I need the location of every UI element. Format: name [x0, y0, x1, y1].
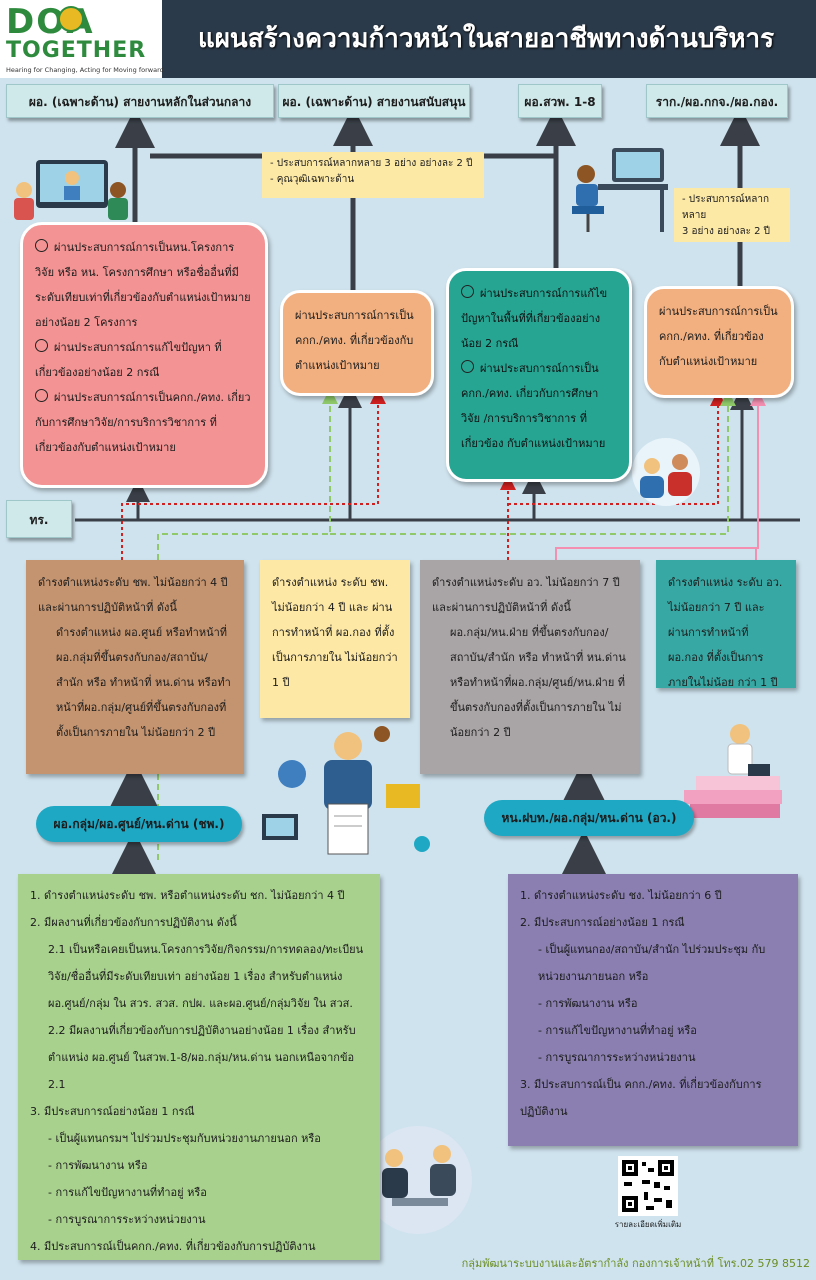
- people-icon: [632, 438, 700, 506]
- footer-contact: กลุ่มพัฒนาระบบงานและอัตรากำลัง กองการเจ้…: [461, 1257, 810, 1270]
- bullet-icon: [35, 339, 48, 352]
- category-mainline-director: ผอ. (เฉพาะด้าน) สายงานหลักในส่วนกลาง: [6, 84, 274, 118]
- bullet-icon: [461, 360, 474, 373]
- mid-box-aw: ดำรงตำแหน่งระดับ อว. ไม่น้อยกว่า 7 ปี แล…: [420, 560, 640, 774]
- note-right: - ประสบการณ์หลากหลาย 3 อย่าง อย่างละ 2 ป…: [674, 188, 790, 242]
- team-leader-illustration: [262, 726, 430, 855]
- mid-box-chp-director: ดำรงตำแหน่ง ระดับ ชพ. ไม่น้อยกว่า 4 ปี แ…: [260, 560, 410, 718]
- bottom-box-chp-requirements: 1. ดำรงตำแหน่งระดับ ชพ. หรือตำแหน่งระดับ…: [18, 874, 380, 1260]
- reading-person-illustration: [684, 724, 782, 818]
- mid-box-aw-director: ดำรงตำแหน่ง ระดับ อว. ไม่น้อยกว่า 7 ปี แ…: [656, 560, 796, 689]
- category-regional-director: ผอ.สวพ. 1-8: [518, 84, 602, 118]
- page-title: แผนสร้างความก้าวหน้าในสายอาชีพทางด้านบริ…: [197, 24, 775, 54]
- req-box-executive: ผ่านประสบการณ์การเป็น คกก./คทง. ที่เกี่ย…: [644, 286, 794, 398]
- red-dotted-path: [121, 388, 386, 560]
- desk-worker-illustration: [572, 148, 668, 232]
- ns-label: ทร.: [6, 500, 72, 538]
- oval-chp-position: ผอ.กลุ่ม/ผอ.ศูนย์/หน.ด่าน (ชพ.): [36, 806, 242, 842]
- bullet-icon: [461, 285, 474, 298]
- category-support-director: ผอ. (เฉพาะด้าน) สายงานสนับสนุน: [278, 84, 470, 118]
- qr-code-icon[interactable]: [618, 1156, 678, 1216]
- seal-icon: [58, 6, 84, 32]
- online-meeting-illustration: [14, 160, 128, 220]
- bottom-box-aw-requirements: 1. ดำรงตำแหน่งระดับ ชง. ไม่น้อยกว่า 6 ปี…: [508, 874, 798, 1146]
- green-dashed-path: [157, 388, 338, 560]
- req-box-mainline: ผ่านประสบการณ์การเป็นหน.โครงการวิจัย หรื…: [20, 222, 268, 488]
- bullet-icon: [35, 389, 48, 402]
- qr-label: รายละเอียดเพิ่มเติม: [614, 1220, 682, 1229]
- bullet-icon: [35, 239, 48, 252]
- req-box-support: ผ่านประสบการณ์การเป็น คกก./คทง. ที่เกี่ย…: [280, 290, 434, 396]
- oval-aw-position: หน.ฝบท./ผอ.กลุ่ม/หน.ด่าน (อว.): [484, 800, 694, 836]
- note-middle: - ประสบการณ์หลากหลาย 3 อย่าง อย่างละ 2 ป…: [262, 152, 484, 198]
- req-box-regional: ผ่านประสบการณ์การแก้ไข ปัญหาในพื้นที่ที่…: [446, 268, 632, 482]
- mid-box-chp: ดำรงตำแหน่งระดับ ชพ. ไม่น้อยกว่า 4 ปี แล…: [26, 560, 244, 774]
- logo-tagline: Hearing for Changing, Acting for Moving …: [6, 66, 164, 74]
- pink-path: [555, 390, 766, 560]
- meeting-illustration: [364, 1126, 472, 1234]
- logo-sub-text: TOGETHER: [6, 38, 147, 63]
- category-executive-director: ราก./ผอ.กกจ./ผอ.กอง.: [646, 84, 788, 118]
